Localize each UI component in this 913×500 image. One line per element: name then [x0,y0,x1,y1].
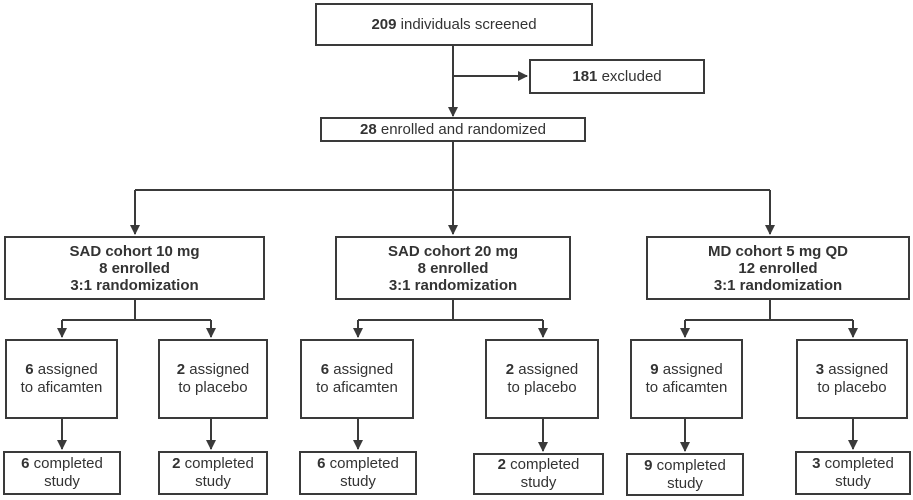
cohort-box-sad-20mg: SAD cohort 20 mg 8 enrolled 3:1 randomiz… [335,236,571,300]
enrolled-count: 28 [360,120,377,138]
arm-label: assigned [518,361,579,378]
cohort-randomization: 3:1 randomization [70,276,199,294]
arm-count: 9 [650,361,659,378]
completed-label: completed [510,456,580,473]
arm-label: assigned [828,361,889,378]
completed-box: 3 completed study [795,451,911,495]
completed-study: study [520,474,557,491]
arm-treatment: to aficamten [316,379,398,396]
arm-count: 2 [505,361,515,378]
completed-label: completed [33,455,103,472]
cohort-title: SAD cohort 20 mg [387,242,519,260]
completed-box: 2 completed study [473,453,604,495]
arm-treatment: to placebo [507,379,577,396]
completed-label: completed [824,455,894,472]
arm-box-aficamten: 6 assigned to aficamten [5,339,118,419]
arm-label: assigned [189,361,250,378]
arm-box-aficamten: 6 assigned to aficamten [300,339,414,419]
cohort-title: MD cohort 5 mg QD [707,242,848,260]
cohort-title: SAD cohort 10 mg [69,242,200,260]
arm-box-placebo: 2 assigned to placebo [158,339,268,419]
completed-box: 6 completed study [3,451,121,495]
arm-box-placebo: 3 assigned to placebo [796,339,908,419]
arm-box-aficamten: 9 assigned to aficamten [630,339,743,419]
arm-count: 2 [176,361,186,378]
cohort-randomization: 3:1 randomization [713,276,843,294]
screened-label: individuals screened [400,15,537,33]
arm-treatment: to aficamten [20,379,103,396]
completed-count: 2 [172,455,181,472]
arm-count: 6 [320,361,330,378]
excluded-box: 181 excluded [529,59,705,94]
completed-box: 2 completed study [158,451,268,495]
completed-box: 6 completed study [299,451,417,495]
enrolled-box: 28 enrolled and randomized [320,117,586,142]
arm-treatment: to placebo [178,379,248,396]
completed-count: 6 [317,455,326,472]
completed-label: completed [329,455,399,472]
arm-treatment: to aficamten [645,379,728,396]
arm-box-placebo: 2 assigned to placebo [485,339,599,419]
arm-count: 3 [815,361,825,378]
completed-count: 9 [644,456,653,474]
enrolled-label: enrolled and randomized [380,120,546,138]
cohort-enrolled: 8 enrolled [417,259,489,277]
cohort-box-sad-10mg: SAD cohort 10 mg 8 enrolled 3:1 randomiz… [4,236,265,300]
arm-label: assigned [333,361,394,378]
screened-box: 209 individuals screened [315,3,593,46]
cohort-enrolled: 8 enrolled [99,259,170,277]
cohort-box-md-5mg: MD cohort 5 mg QD 12 enrolled 3:1 random… [646,236,910,300]
arm-label: assigned [662,361,723,378]
arm-label: assigned [37,361,98,378]
completed-study: study [44,473,80,490]
cohort-randomization: 3:1 randomization [388,276,518,294]
excluded-count: 181 [572,67,598,85]
completed-study: study [195,473,231,490]
completed-count: 2 [497,456,506,473]
completed-box: 9 completed study [626,453,744,496]
arm-count: 6 [25,361,34,378]
completed-study: study [835,473,871,490]
completed-count: 3 [812,455,821,472]
completed-count: 6 [21,455,30,472]
completed-label: completed [656,456,726,474]
completed-study: study [667,474,703,492]
arm-treatment: to placebo [817,379,887,396]
cohort-enrolled: 12 enrolled [738,259,818,277]
excluded-label: excluded [601,67,662,85]
completed-label: completed [184,455,254,472]
completed-study: study [340,473,376,490]
screened-count: 209 [371,15,397,33]
